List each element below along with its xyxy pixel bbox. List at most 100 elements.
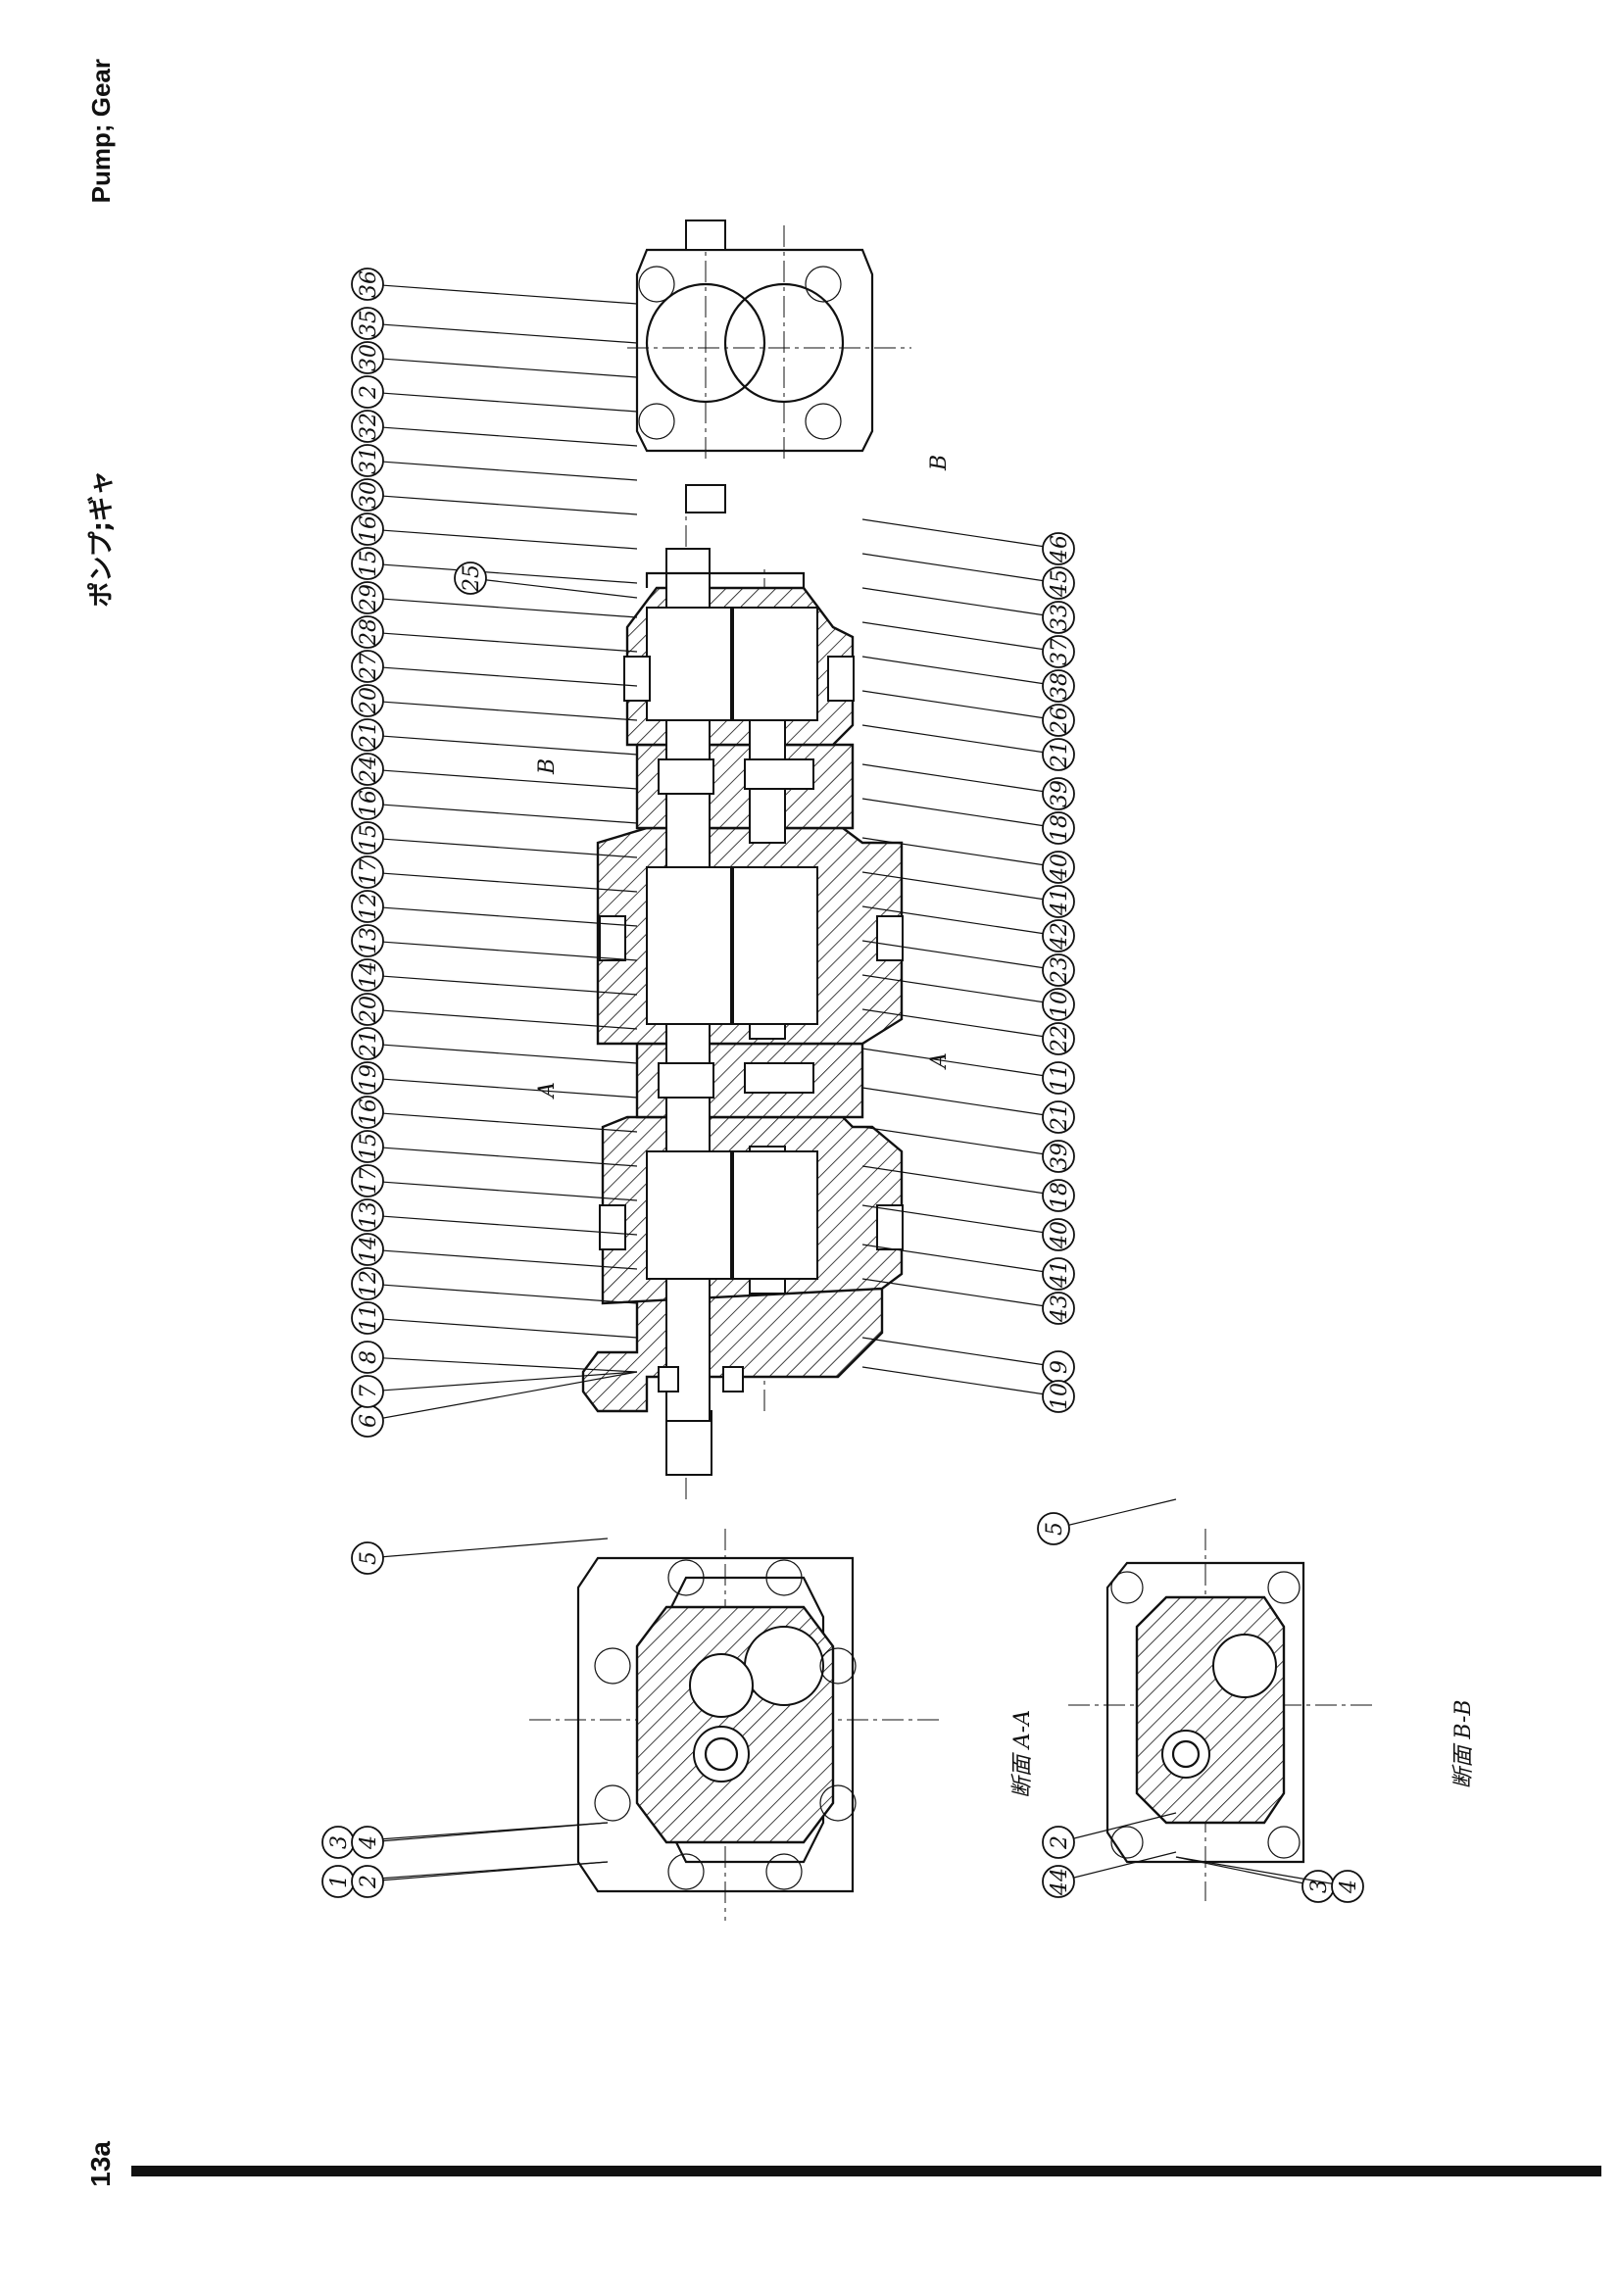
svg-text:17: 17 [357,858,381,886]
callout-top-32: 35 [351,307,638,344]
svg-text:21: 21 [1048,1103,1072,1132]
svg-text:15: 15 [357,824,381,852]
svg-text:19: 19 [357,1064,381,1092]
callout-top-14: 13 [351,924,638,961]
section-b-b-label: 断面 B-B [1451,1699,1476,1788]
callout-bottom-12: 42 [861,905,1075,953]
svg-text:18: 18 [1048,1182,1072,1209]
svg-text:15: 15 [357,1133,381,1160]
callout-top-23: 28 [351,615,638,653]
svg-text:30: 30 [357,344,381,371]
callout-top-26: 16 [351,513,638,550]
svg-text:40: 40 [1048,854,1072,882]
svg-text:40: 40 [1048,1221,1072,1249]
callout-bottom-1: 10 [861,1366,1075,1413]
callout-top-33: 36 [351,268,638,305]
svg-text:44: 44 [1048,1868,1072,1896]
svg-text:22: 22 [1048,1025,1072,1053]
callout-top-1: 7 [351,1371,638,1408]
svg-text:18: 18 [1048,814,1072,842]
svg-text:5: 5 [357,1551,381,1565]
callout-top-3: 11 [351,1301,638,1339]
svg-text:10: 10 [1048,991,1072,1018]
svg-text:1: 1 [327,1875,352,1888]
callout-bottom-15: 18 [861,798,1075,845]
callout-bb-4: 5 [1037,1498,1177,1545]
callout-top-22: 27 [351,650,638,687]
svg-text:7: 7 [357,1385,381,1398]
callout-aa-3: 4 [351,1822,609,1859]
callout-bottom-11: 23 [861,940,1075,987]
callout-top-13: 14 [351,958,638,996]
callout-top-8: 15 [351,1130,638,1167]
callout-bottom-8: 11 [861,1048,1075,1095]
svg-text:28: 28 [357,618,381,647]
title-japanese: ポンプ;ギャ [86,470,117,608]
bottom-rule [131,2166,1601,2176]
callout-bottom-18: 26 [861,690,1075,737]
section-b-b: 断面 B-B [1068,1529,1476,1901]
svg-text:42: 42 [1048,922,1072,951]
callout-bottom-3: 41 [861,1244,1075,1291]
callout-top-18: 16 [351,787,638,824]
svg-text:13: 13 [357,1201,381,1229]
svg-text:2: 2 [357,385,381,400]
callout-bottom-21: 33 [861,587,1075,634]
callout-top-11: 21 [351,1027,638,1064]
callout-top-2: 8 [351,1341,638,1374]
callout-bottom-16: 39 [861,763,1075,810]
callout-bottom-23: 46 [861,518,1075,565]
svg-text:16: 16 [357,790,381,817]
svg-text:37: 37 [1048,638,1072,665]
callout-top-21: 20 [351,684,638,721]
svg-text:16: 16 [357,1099,381,1126]
callout-bb-1: 2 [1042,1812,1177,1859]
svg-text:6: 6 [357,1414,381,1428]
callout-bottom-20: 37 [861,621,1075,668]
callout-top-30: 2 [351,375,638,413]
cut-mark-b-right: B [927,455,952,471]
svg-text:32: 32 [357,413,381,440]
callout-bottom-9: 22 [861,1008,1075,1055]
callout-bottom-13: 41 [861,871,1075,918]
main-pump-section [581,510,904,1499]
svg-text:4: 4 [1337,1880,1361,1894]
svg-text:23: 23 [1048,956,1072,985]
svg-text:38: 38 [1048,672,1072,700]
callout-top-28: 31 [351,444,638,481]
svg-text:46: 46 [1048,535,1072,563]
callout-top-27: 30 [351,478,638,515]
callout-top-16: 17 [351,855,638,893]
svg-text:39: 39 [1048,780,1072,807]
callout-top-19: 24 [351,753,638,790]
svg-text:29: 29 [357,584,381,612]
svg-text:45: 45 [1048,569,1072,598]
svg-text:20: 20 [357,996,381,1024]
svg-text:27: 27 [357,653,381,681]
svg-text:35: 35 [357,310,381,337]
svg-text:26: 26 [1048,707,1072,735]
callout-top-29: 32 [351,410,638,447]
svg-text:15: 15 [357,550,381,577]
callout-top-5: 14 [351,1233,638,1270]
svg-text:20: 20 [357,687,381,715]
svg-text:21: 21 [357,721,381,750]
callout-top-12: 20 [351,993,638,1030]
svg-text:14: 14 [357,1236,381,1263]
svg-text:3: 3 [327,1835,352,1849]
svg-text:30: 30 [357,481,381,509]
svg-text:17: 17 [357,1167,381,1195]
callout-top-7: 17 [351,1164,638,1201]
svg-text:21: 21 [357,1030,381,1058]
svg-text:9: 9 [1048,1360,1072,1374]
svg-text:16: 16 [357,515,381,543]
callout-top-31: 30 [351,341,638,378]
callout-top-6: 13 [351,1198,638,1236]
svg-text:41: 41 [1048,1260,1072,1289]
callout-bottom-22: 45 [861,553,1075,600]
callout-bottom-6: 39 [861,1126,1075,1173]
callout-bb-0: 44 [1042,1851,1177,1898]
end-view [627,220,911,513]
callout-top-24: 29 [351,581,638,618]
